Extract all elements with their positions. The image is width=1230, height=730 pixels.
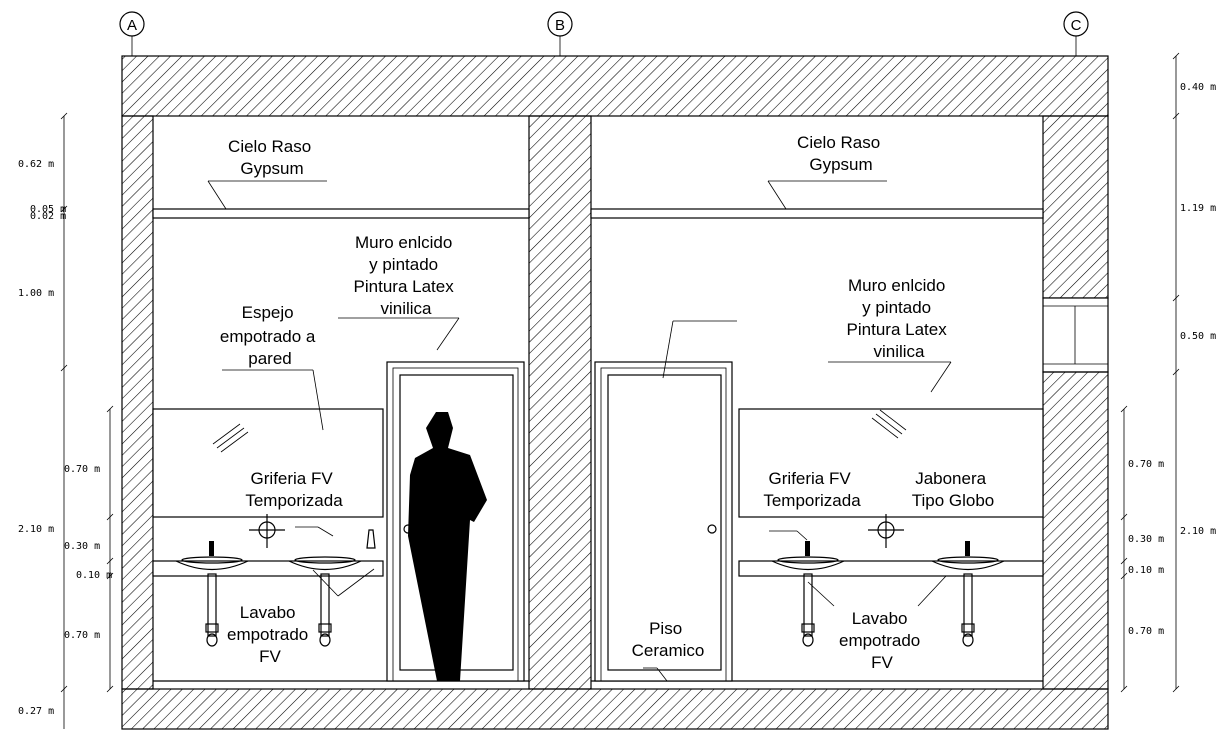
sink-left-2 (288, 556, 362, 647)
sink-left-1 (175, 541, 249, 647)
axis-marker-a: A (119, 11, 145, 56)
right-wall-upper (1042, 115, 1109, 299)
sink-right-1 (771, 541, 845, 647)
dim-left-7: 0.10 m (76, 570, 112, 581)
countertop-right (738, 560, 1044, 577)
soap-dispenser-left (366, 529, 376, 549)
middle-wall (528, 115, 592, 690)
dim-right-0: 0.40 m (1180, 82, 1216, 93)
sink-right-2 (931, 541, 1005, 647)
dim-left-9: 0.27 m (18, 706, 54, 717)
axis-label-b: B (555, 17, 565, 34)
axis-marker-c: C (1063, 11, 1089, 56)
dim-left-5: 2.10 m (18, 524, 54, 535)
dim-right-7: 0.70 m (1128, 626, 1164, 637)
label-cielo-left: Cielo Raso Gypsum (228, 137, 316, 178)
axis-marker-b: B (547, 11, 573, 56)
dim-left-4: 0.70 m (64, 464, 100, 475)
countertop-left (152, 560, 384, 577)
left-wall (121, 115, 154, 690)
axis-label-a: A (127, 17, 137, 34)
leader-lines (207, 180, 952, 682)
faucet-crosshair-left (249, 514, 285, 548)
dim-left-0: 0.62 m (18, 159, 54, 170)
label-espejo: Espejo empotrado a pared (220, 303, 320, 368)
label-jabonera: Jabonera Tipo Globo (912, 469, 995, 510)
dim-right-2: 0.50 m (1180, 331, 1216, 342)
label-muro-right: Muro enlcido y pintado Pintura Latex vin… (847, 276, 952, 361)
dim-right-3: 0.70 m (1128, 459, 1164, 470)
dim-right-6: 0.10 m (1128, 565, 1164, 576)
right-wall-lower (1042, 371, 1109, 690)
label-cielo-right: Cielo Raso Gypsum (797, 133, 885, 174)
label-muro-left: Muro enlcido y pintado Pintura Latex vin… (354, 233, 459, 318)
dimension-line-left (60, 112, 114, 729)
mirror-left (152, 408, 384, 518)
right-window (1042, 297, 1109, 373)
dim-left-8: 0.70 m (64, 630, 100, 641)
dimension-line-right (1120, 52, 1180, 693)
dim-left-3: 1.00 m (18, 288, 54, 299)
mirror-right (738, 408, 1044, 518)
faucet-crosshair-right (868, 514, 904, 548)
dim-left-6: 0.30 m (64, 541, 100, 552)
human-figure (408, 412, 487, 681)
dim-left-1: 0.05 m (30, 204, 66, 215)
axis-label-c: C (1071, 17, 1082, 34)
label-griferia-right: Griferia FV Temporizada (763, 469, 861, 510)
dim-right-5: 0.30 m (1128, 534, 1164, 545)
dim-left-2: 0.02 m (30, 211, 66, 222)
label-lavabo-left: Lavabo empotrado FV (227, 603, 313, 666)
dim-right-1: 1.19 m (1180, 203, 1216, 214)
label-lavabo-right: Lavabo empotrado FV (839, 609, 925, 672)
ceiling-right (590, 208, 1044, 219)
dim-right-4: 2.10 m (1180, 526, 1216, 537)
top-slab (121, 55, 1109, 117)
ceiling-left (152, 208, 530, 219)
label-griferia-left: Griferia FV Temporizada (245, 469, 343, 510)
door-right (594, 361, 733, 682)
bottom-slab (121, 688, 1109, 730)
label-piso: Piso Ceramico (632, 619, 705, 660)
